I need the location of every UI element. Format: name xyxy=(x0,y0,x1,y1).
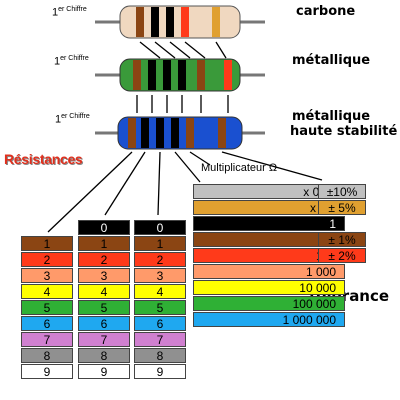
digit-cell-9: 9 xyxy=(21,364,73,379)
first-digit-label-1: 1er Chiffre xyxy=(52,6,87,19)
tolerance-cell: ±10% xyxy=(318,184,366,199)
digit-cell-9: 9 xyxy=(134,364,186,379)
tolerance-cell: ± 5% xyxy=(318,200,366,215)
digit-cell-7: 7 xyxy=(78,332,130,347)
digit-cell-3: 3 xyxy=(21,268,73,283)
digit-cell-2: 2 xyxy=(21,252,73,267)
digit-cell-1: 1 xyxy=(78,236,130,251)
multiplier-cell: 1 000 xyxy=(193,264,345,279)
title-resistances: Résistances xyxy=(4,151,83,167)
resistor-haute-stabilite xyxy=(117,116,243,150)
multiplier-cell: 100 000 xyxy=(193,296,345,311)
type-metallique-hs: métallique xyxy=(292,109,371,124)
digit-cell-3: 3 xyxy=(78,268,130,283)
first-digit-label-3: 1er Chiffre xyxy=(55,113,90,126)
digit-cell-6: 6 xyxy=(78,316,130,331)
digit-cell-0: 0 xyxy=(78,220,130,235)
digit-cell-9: 9 xyxy=(78,364,130,379)
digit-cell-3: 3 xyxy=(134,268,186,283)
tolerance-cell: ± 1% xyxy=(318,232,366,247)
digit-cell-2: 2 xyxy=(134,252,186,267)
digit-cell-0: 0 xyxy=(134,220,186,235)
resistor-metallique xyxy=(119,58,241,92)
digit-cell-6: 6 xyxy=(21,316,73,331)
type-haute-stabilite: haute stabilité xyxy=(290,124,398,139)
multiplier-cell: 10 000 xyxy=(193,280,345,295)
resistor-carbone xyxy=(119,5,241,39)
digit-cell-5: 5 xyxy=(134,300,186,315)
type-carbone: carbone xyxy=(296,4,356,19)
digit-cell-4: 4 xyxy=(78,284,130,299)
first-digit-label-2: 1er Chiffre xyxy=(54,55,89,68)
digit-cell-6: 6 xyxy=(134,316,186,331)
digit-cell-8: 8 xyxy=(21,348,73,363)
digit-cell-1: 1 xyxy=(134,236,186,251)
digit-cell-8: 8 xyxy=(78,348,130,363)
multiplier-title: Multiplicateur Ω xyxy=(201,162,278,174)
type-metallique: métallique xyxy=(292,53,371,68)
digit-cell-5: 5 xyxy=(21,300,73,315)
digit-cell-7: 7 xyxy=(21,332,73,347)
multiplier-cell: 1 000 000 xyxy=(193,312,345,327)
multiplier-cell: 1 xyxy=(193,216,345,231)
tolerance-cell: ± 2% xyxy=(318,248,366,263)
digit-cell-4: 4 xyxy=(134,284,186,299)
digit-cell-2: 2 xyxy=(78,252,130,267)
digit-cell-8: 8 xyxy=(134,348,186,363)
digit-cell-5: 5 xyxy=(78,300,130,315)
digit-cell-7: 7 xyxy=(134,332,186,347)
digit-cell-1: 1 xyxy=(21,236,73,251)
digit-cell-4: 4 xyxy=(21,284,73,299)
